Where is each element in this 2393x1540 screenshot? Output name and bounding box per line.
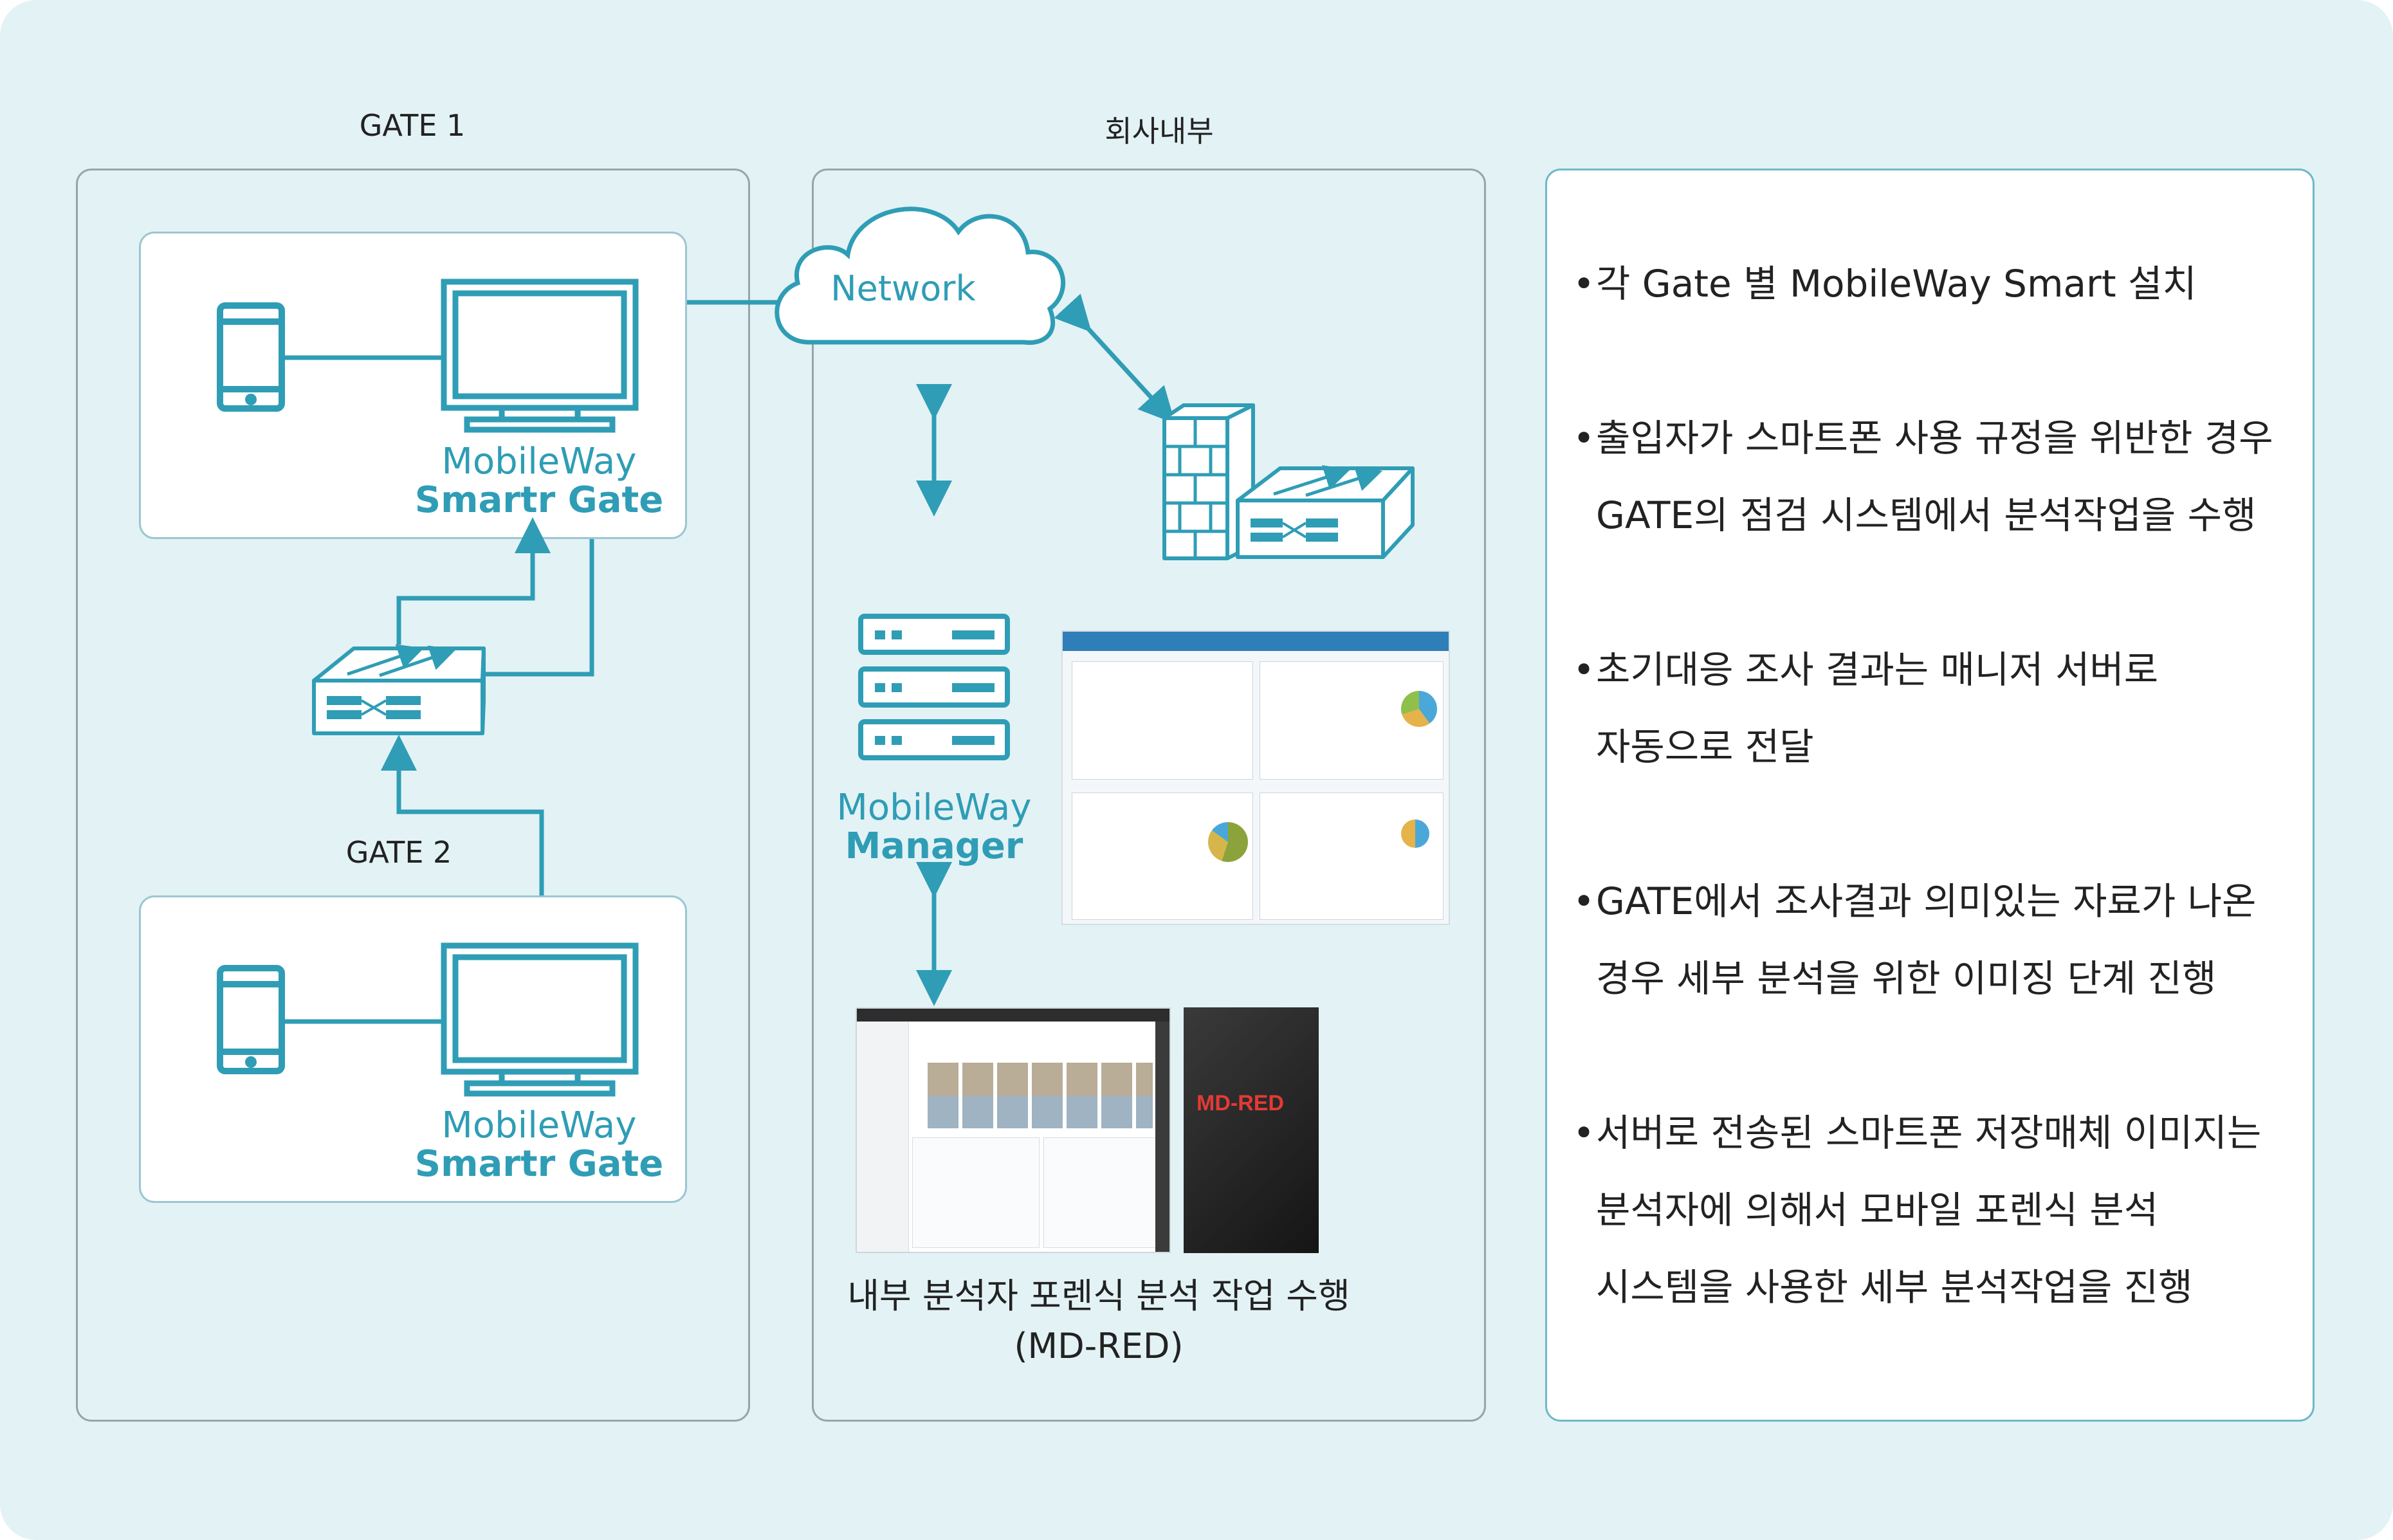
note-item: • 초기대응 조사 결과는 매니저 서버로 자동으로 전달 xyxy=(1573,631,2158,785)
md-red-titlebar xyxy=(857,1009,1169,1022)
smartphone-icon xyxy=(217,965,285,1074)
md-red-detail-pane xyxy=(912,1137,1040,1248)
note-item: • 서버로 전송된 스마트폰 저장매체 이미지는 분석자에 의해서 모바일 포렌… xyxy=(1573,1094,2261,1326)
bullet: • xyxy=(1573,416,1595,460)
monitor-icon xyxy=(441,942,639,1097)
bullet: • xyxy=(1573,879,1595,923)
internal-frame xyxy=(812,169,1486,1422)
note-item: • 출입자가 스마트폰 사용 규정을 위반한 경우 GATE의 점검 시스템에서… xyxy=(1573,399,2273,554)
md-red-logo: MD-RED xyxy=(1196,1091,1284,1115)
note-item: • 각 Gate 별 MobileWay Smart 설치 xyxy=(1573,245,2197,322)
monitor-icon xyxy=(441,279,639,433)
dashboard-panel xyxy=(1072,661,1253,780)
cloud-icon xyxy=(775,206,1066,345)
gate1-frame xyxy=(76,169,750,1422)
connector-lines xyxy=(284,293,1175,1024)
server-icon xyxy=(858,614,1010,760)
note-item: • GATE에서 조사결과 의미있는 자료가 나온 경우 세부 분석을 위한 이… xyxy=(1573,863,2256,1017)
bullet: • xyxy=(1573,648,1595,692)
internal-label: 회사내부 xyxy=(1105,114,1214,149)
md-red-right-toolbar xyxy=(1155,1022,1169,1252)
bullet: • xyxy=(1573,262,1595,306)
dashboard-header-bar xyxy=(1063,632,1449,651)
dashboard-panel xyxy=(1260,793,1444,920)
md-red-thumbnail-strip xyxy=(928,1096,1153,1128)
md-red-detail-pane xyxy=(1043,1137,1164,1248)
bullet: • xyxy=(1573,1111,1595,1155)
pie-chart-thumbnail xyxy=(1401,820,1429,848)
analysis-caption: 내부 분석자 포렌식 분석 작업 수행 (MD-RED) xyxy=(847,1276,1350,1367)
gate2-device-label: MobileWay Smartr Gate xyxy=(414,1105,664,1186)
network-label: Network xyxy=(830,268,976,309)
switch-icon xyxy=(1236,465,1415,559)
manager-dashboard-screenshot xyxy=(1061,630,1450,925)
gate1-label: GATE 1 xyxy=(359,108,466,143)
smartphone-icon xyxy=(217,302,285,412)
pie-chart-thumbnail xyxy=(1208,822,1248,862)
gate1-device-label: MobileWay Smartr Gate xyxy=(414,441,664,522)
md-red-app-screenshot xyxy=(856,1007,1171,1253)
gate2-label: GATE 2 xyxy=(345,835,452,870)
pie-chart-thumbnail xyxy=(1401,691,1437,727)
switch-icon xyxy=(312,644,486,735)
md-red-product-box: MD-RED xyxy=(1184,1007,1319,1253)
manager-label: MobileWay Manager xyxy=(836,787,1032,868)
notes-panel: • 각 Gate 별 MobileWay Smart 설치 • 출입자가 스마트… xyxy=(1545,169,2315,1422)
md-red-sidebar xyxy=(857,1022,909,1252)
